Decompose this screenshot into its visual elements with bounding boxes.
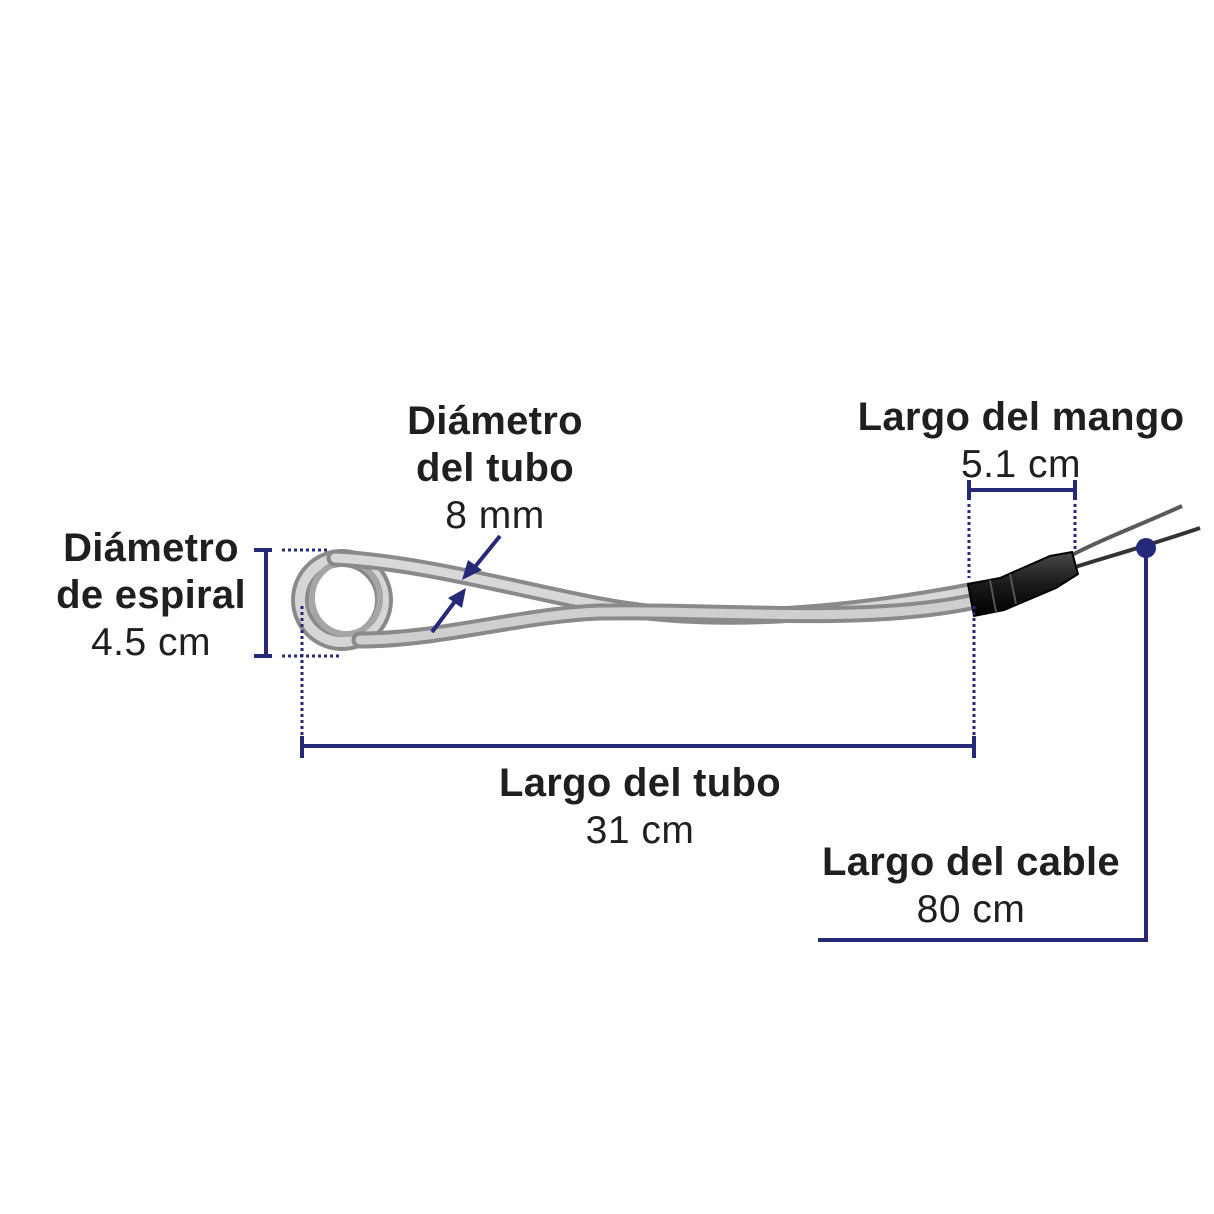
cable-length-label: Largo del cable 80 cm bbox=[800, 839, 1142, 933]
spiral-diameter-title-line2: de espiral bbox=[56, 573, 246, 617]
spiral-diameter-label: Diámetro de espiral 4.5 cm bbox=[36, 525, 266, 666]
handle-length-value: 5.1 cm bbox=[960, 443, 1082, 486]
power-cable bbox=[1069, 504, 1201, 570]
tube-diameter-value: 8 mm bbox=[445, 494, 545, 537]
handle bbox=[966, 550, 1080, 618]
cable-length-dimension bbox=[818, 538, 1156, 942]
handle-length-title: Largo del mango bbox=[857, 395, 1185, 439]
cable-length-value: 80 cm bbox=[916, 888, 1026, 931]
spiral-diameter-dimension bbox=[254, 548, 342, 658]
tube-diameter-arrows bbox=[430, 534, 502, 634]
tube-length-dimension bbox=[300, 606, 976, 758]
tube-diameter-title-line2: del tubo bbox=[416, 446, 574, 490]
handle-length-label: Largo del mango 5.1 cm bbox=[846, 394, 1196, 488]
tube-length-label: Largo del tubo 31 cm bbox=[470, 760, 810, 854]
tube-diameter-label: Diámetro del tubo 8 mm bbox=[390, 398, 600, 539]
cable-length-title: Largo del cable bbox=[822, 840, 1120, 884]
tube-diameter-title-line1: Diámetro bbox=[407, 399, 583, 443]
heating-tube bbox=[291, 549, 989, 651]
tube-length-title: Largo del tubo bbox=[499, 761, 781, 805]
handle-length-dimension bbox=[967, 480, 1077, 578]
spiral-diameter-title-line1: Diámetro bbox=[63, 526, 239, 570]
tube-length-value: 31 cm bbox=[585, 809, 695, 852]
spiral-diameter-value: 4.5 cm bbox=[90, 621, 212, 664]
